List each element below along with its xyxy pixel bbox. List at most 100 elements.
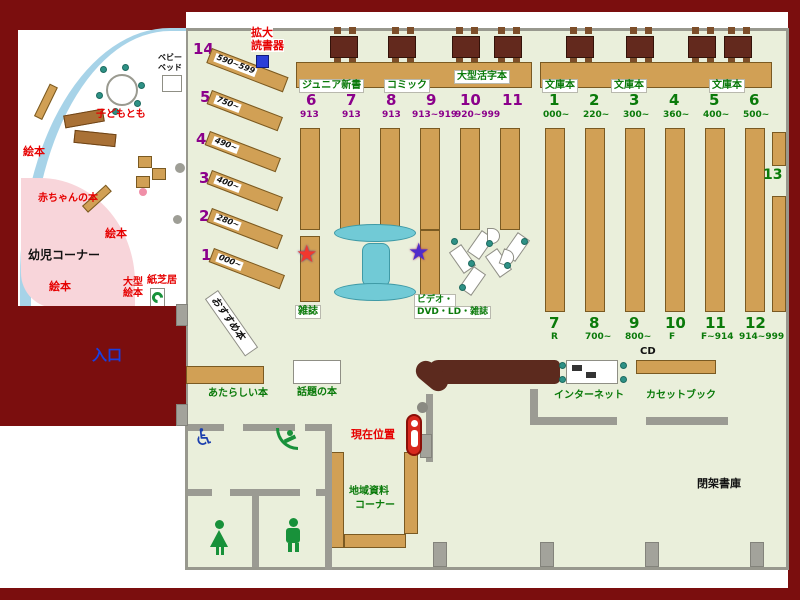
floor-dot-pink (139, 188, 147, 196)
wall (305, 424, 325, 431)
frame-left (0, 0, 18, 322)
baby-bed (162, 75, 182, 92)
chair-dot (459, 284, 466, 291)
frame-bottom (0, 588, 800, 600)
man-figure-body (286, 528, 300, 543)
chair-dot (559, 376, 566, 383)
shelf-column (300, 128, 320, 230)
pillar (176, 304, 188, 326)
shelf-number: 3 (199, 169, 210, 187)
magnifier-device (256, 55, 269, 68)
pillar (540, 542, 554, 567)
shelf-number: 11 (502, 91, 523, 109)
reading-table (330, 27, 358, 58)
woman-figure-leg (216, 547, 219, 555)
ehon-label-3: 絵本 (49, 280, 71, 293)
entrance-block (0, 306, 186, 426)
man-figure-leg (288, 543, 292, 552)
magnifier-label-1: 拡大 (251, 26, 273, 40)
shelf-range: F (669, 332, 676, 342)
pillar (645, 542, 659, 567)
shelf-column (500, 128, 520, 230)
chair (498, 27, 505, 34)
kids-step (138, 156, 152, 168)
baby-station-figure-head (287, 430, 293, 436)
closed-stacks-label: 閉架書庫 (697, 477, 741, 490)
category-comic: コミック (384, 79, 430, 93)
curve-shelf (34, 83, 58, 120)
category-junior: ジュニア新書 (299, 79, 365, 93)
shelf-range: 500~ (743, 110, 770, 120)
kids-step (152, 168, 166, 180)
shelf-range: R (551, 332, 558, 342)
shelf-number: 2 (199, 207, 210, 225)
shelf-number: 13 (763, 167, 783, 183)
shelf-range: 920~999 (455, 110, 501, 120)
man-figure-head (289, 518, 298, 527)
main-floor (185, 28, 789, 570)
shelf-range: 913~919 (412, 110, 458, 120)
chair-dot (620, 376, 627, 383)
pillar (433, 542, 447, 567)
shelf-number: 1 (549, 91, 560, 109)
video-label-2: DVD・LD・雑誌 (414, 306, 492, 319)
floor-dot (175, 163, 185, 173)
shelf-number: 14 (193, 40, 214, 58)
shelf-range: 800~ (625, 332, 652, 342)
shelf-column (585, 128, 605, 312)
entrance-label: 入口 (92, 346, 123, 364)
kids-corner-label: 幼児コーナー (28, 248, 101, 262)
wall (325, 424, 332, 570)
wall (530, 389, 538, 425)
marker-figure-body (411, 430, 418, 447)
reading-table (388, 27, 416, 58)
chair-dot (521, 238, 528, 245)
shelf-range: 913 (382, 110, 401, 120)
shelf-number: 8 (589, 314, 600, 332)
category-bunko-1: 文庫本 (542, 79, 578, 93)
shelf-column (625, 128, 645, 312)
shelf-column (665, 128, 685, 312)
local-shelf-bottom (344, 534, 406, 548)
reading-table (626, 27, 654, 58)
shelf-column (545, 128, 565, 312)
cassette-label: カセットブック (646, 390, 716, 401)
wall (188, 424, 224, 431)
chair-dot (134, 100, 141, 107)
chair-dot (486, 240, 493, 247)
shelf-range: 913 (300, 110, 319, 120)
magazines-label: 雑誌 (295, 305, 321, 319)
topic-books-label: 話題の本 (297, 387, 337, 398)
wall (230, 489, 300, 496)
wall (243, 424, 295, 431)
frame-top-left-block (0, 0, 186, 30)
service-counter (428, 360, 560, 384)
chair-dot (122, 64, 129, 71)
kodomo-label: 子どもとも (96, 109, 146, 120)
wall-shelf (772, 196, 786, 312)
shelf-number: 3 (629, 91, 640, 109)
chair (570, 27, 577, 34)
shelf-range: 914~999 (739, 332, 785, 342)
shelf-number: 6 (749, 91, 760, 109)
local-corner-label-2: コーナー (355, 500, 395, 511)
shelf-range: 000~ (543, 110, 570, 120)
reading-table (566, 27, 594, 58)
category-bunko-2: 文庫本 (611, 79, 647, 93)
kids-step (136, 176, 150, 188)
reading-table (724, 27, 752, 58)
frame-top (0, 0, 800, 12)
topic-books-table (293, 360, 341, 384)
shelf-number: 9 (629, 314, 640, 332)
wall (252, 496, 259, 567)
shelf-number: 4 (669, 91, 680, 109)
wall (426, 394, 433, 462)
shelf-range: 400~ (703, 110, 730, 120)
shelf-column (380, 128, 400, 230)
man-figure-leg (295, 543, 299, 552)
shelf-range: 913 (342, 110, 361, 120)
kids-round-table (106, 74, 138, 106)
shelf-number: 1 (201, 246, 212, 264)
shelf-number: 10 (665, 314, 686, 332)
shelf-range: 220~ (583, 110, 610, 120)
